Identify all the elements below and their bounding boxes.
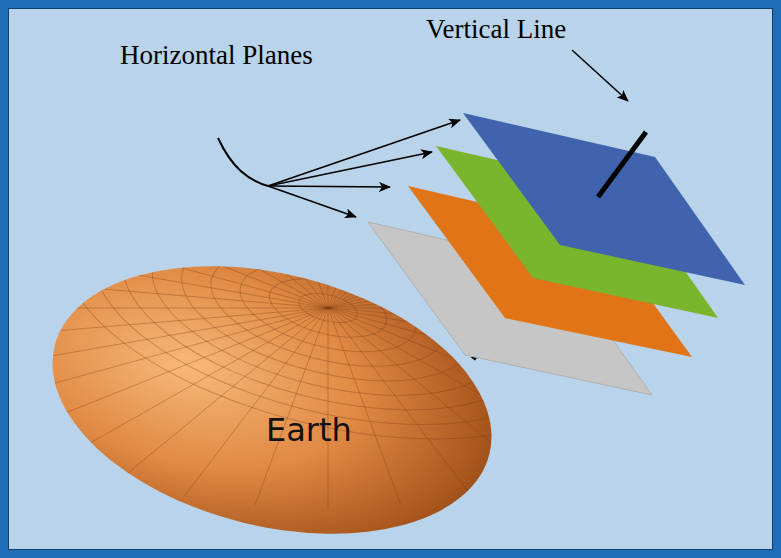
- earth-label: Earth: [266, 414, 352, 446]
- vertical-line-label: Vertical Line: [426, 16, 566, 43]
- horizontal-planes-label: Horizontal Planes: [120, 42, 313, 69]
